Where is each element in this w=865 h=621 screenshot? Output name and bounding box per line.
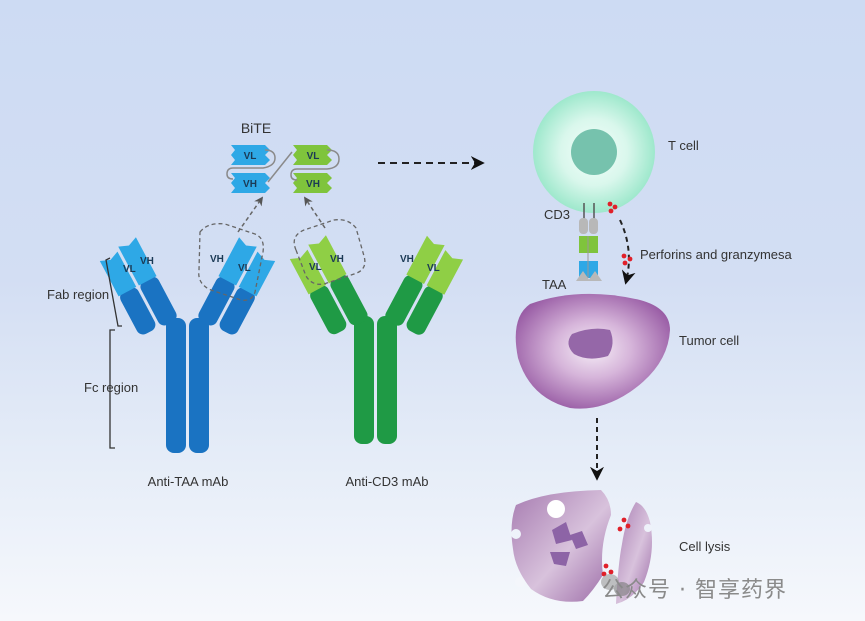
domain-label: VH bbox=[400, 254, 414, 265]
fc-heavy-chain bbox=[189, 318, 209, 453]
curved-dashed-arrow bbox=[619, 219, 636, 285]
lysed-cell-fragment bbox=[616, 502, 652, 604]
t-cell-label: T cell bbox=[668, 138, 699, 153]
granule bbox=[625, 523, 631, 529]
granzyme-release: Perforins and granzymesa bbox=[607, 201, 793, 285]
granule bbox=[612, 204, 618, 210]
cd3-receptor bbox=[589, 218, 598, 234]
bite-domain-label: VH bbox=[306, 179, 320, 190]
vl-domain bbox=[99, 251, 137, 297]
t-cell-nucleus bbox=[571, 129, 617, 175]
bite-vl-blue bbox=[231, 145, 270, 165]
membrane-hole bbox=[547, 500, 565, 518]
domain-label: VH bbox=[140, 256, 154, 267]
fab-region-label: Fab region bbox=[47, 287, 109, 302]
vh-domain bbox=[218, 237, 257, 286]
granule bbox=[601, 571, 607, 577]
ch1-domain bbox=[120, 287, 156, 335]
vh-domain bbox=[118, 237, 157, 286]
ch1-domain bbox=[406, 286, 443, 335]
vl-domain bbox=[238, 251, 276, 297]
vh-domain bbox=[308, 235, 347, 284]
fab-bracket bbox=[105, 257, 122, 327]
tumor-cell-label: Tumor cell bbox=[679, 333, 739, 348]
granule bbox=[621, 517, 627, 523]
cell-lysis-label: Cell lysis bbox=[679, 539, 731, 554]
ch1-domain bbox=[310, 285, 347, 335]
watermark-text: 公众号 · 智享药界 bbox=[602, 578, 787, 603]
vh-domain bbox=[406, 235, 445, 284]
granule bbox=[607, 201, 613, 207]
ch-domain bbox=[385, 275, 423, 326]
fc-heavy-chain bbox=[354, 316, 374, 444]
linker bbox=[267, 151, 293, 183]
fc-heavy-chain bbox=[377, 316, 397, 444]
linker bbox=[226, 149, 276, 180]
immune-synapse: CD3 TAA bbox=[542, 203, 602, 292]
anti-cd3-label: Anti-CD3 mAb bbox=[345, 474, 428, 489]
anti-cd3-antibody: VL VH VH VL Anti-CD3 mAb bbox=[289, 219, 464, 489]
bite-label: BiTE bbox=[241, 120, 271, 136]
bite-vh-green bbox=[293, 173, 332, 193]
bite-vl-green bbox=[293, 145, 332, 165]
cd3-receptor bbox=[579, 218, 588, 234]
granule bbox=[622, 260, 628, 266]
fc-heavy-chain bbox=[166, 318, 186, 453]
granule bbox=[608, 569, 614, 575]
t-cell: T cell bbox=[533, 91, 699, 213]
domain-label: VH bbox=[330, 254, 344, 265]
dashed-arrow-up bbox=[237, 196, 264, 233]
lysed-cell: Cell lysis bbox=[511, 490, 731, 604]
perforins-label: Perforins and granzymesa bbox=[640, 247, 793, 262]
membrane-hole bbox=[644, 524, 652, 532]
granule bbox=[617, 526, 623, 532]
nucleus-fragment bbox=[550, 522, 588, 566]
ch1-domain bbox=[219, 287, 255, 335]
vl-domain bbox=[289, 249, 327, 295]
bite-domain-label: VL bbox=[307, 151, 320, 162]
linker bbox=[290, 149, 340, 181]
membrane-hole bbox=[515, 577, 525, 587]
lysed-cell-fragment bbox=[511, 490, 611, 602]
bite-domain-label: VL bbox=[244, 151, 257, 162]
wechat-icon bbox=[601, 574, 630, 596]
anti-taa-antibody: VL VH VH VL Anti-TAA mAb bbox=[99, 223, 276, 489]
taa-label: TAA bbox=[542, 277, 567, 292]
membrane-hole bbox=[511, 529, 521, 539]
cd3-label: CD3 bbox=[544, 207, 570, 222]
ch-domain bbox=[198, 276, 235, 326]
bite-molecule: BiTE VL VH VL VH bbox=[226, 120, 340, 193]
dashed-arrow-up bbox=[304, 196, 326, 229]
granule bbox=[608, 208, 614, 214]
domain-label: VL bbox=[123, 264, 136, 275]
bite-domain-label: VH bbox=[243, 179, 257, 190]
tumor-cell-nucleus bbox=[568, 328, 613, 359]
vl-domain bbox=[426, 250, 464, 295]
domain-label: VL bbox=[238, 263, 251, 274]
taa-antigen bbox=[576, 271, 602, 281]
ch-domain bbox=[330, 274, 368, 326]
selection-outline bbox=[198, 223, 264, 301]
bite-vh-blue bbox=[231, 173, 270, 193]
granule bbox=[621, 253, 627, 259]
domain-label: VH bbox=[210, 254, 224, 265]
ch-domain bbox=[140, 276, 177, 326]
domain-label: VL bbox=[427, 263, 440, 274]
anti-taa-label: Anti-TAA mAb bbox=[148, 474, 229, 489]
fc-region-label: Fc region bbox=[84, 380, 138, 395]
granule bbox=[603, 563, 609, 569]
domain-label: VL bbox=[309, 262, 322, 273]
tumor-cell: Tumor cell bbox=[515, 293, 739, 409]
fc-bracket bbox=[109, 329, 115, 449]
granule bbox=[627, 256, 633, 262]
